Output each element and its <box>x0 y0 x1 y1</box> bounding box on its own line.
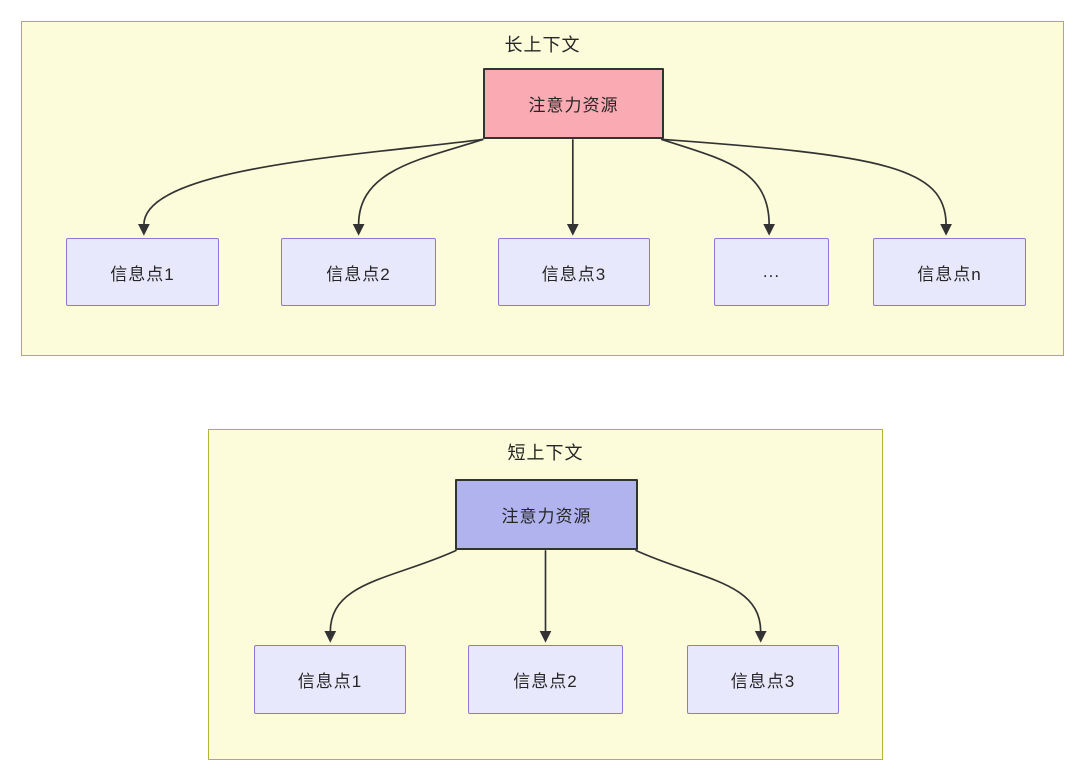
edge-attention-to-info3-short <box>635 549 767 643</box>
info-point-2-node-short: 信息点2 <box>468 645 623 714</box>
info-point-1-node-long: 信息点1 <box>66 238 219 306</box>
attention-resource-label: 注意力资源 <box>501 507 592 526</box>
attention-resource-node-short: 注意力资源 <box>455 479 638 550</box>
info-point-n-node-long: 信息点n <box>873 238 1026 306</box>
attention-resource-node-long: 注意力资源 <box>483 68 664 139</box>
info-point-label: ... <box>762 262 781 281</box>
long-context-title: 长上下文 <box>504 35 581 55</box>
info-point-1-node-short: 信息点1 <box>254 645 406 714</box>
long-context-panel: 长上下文 注意力资源 信息点1 信息点2 信息点3 ... <box>21 21 1064 356</box>
edge-attention-to-info1 <box>137 138 484 236</box>
edge-attention-to-ellipsis <box>661 138 776 236</box>
edge-attention-to-info-n <box>661 138 953 236</box>
short-context-title: 短上下文 <box>507 443 584 463</box>
info-point-label: 信息点3 <box>730 672 796 691</box>
info-point-label: 信息点2 <box>513 672 578 691</box>
info-point-label: 信息点1 <box>297 672 363 691</box>
info-point-3-node-short: 信息点3 <box>687 645 839 714</box>
short-context-panel: 短上下文 注意力资源 信息点1 信息点2 信息点3 <box>208 429 883 760</box>
info-point-label: 信息点3 <box>541 264 607 284</box>
edge-attention-to-info2 <box>352 138 484 236</box>
edge-attention-to-info1-short <box>324 549 457 643</box>
info-point-label: 信息点n <box>917 264 982 284</box>
info-point-2-node-long: 信息点2 <box>281 238 436 306</box>
attention-resource-label: 注意力资源 <box>528 96 619 115</box>
info-point-label: 信息点2 <box>326 264 391 284</box>
info-point-3-node-long: 信息点3 <box>498 238 650 306</box>
info-point-ellipsis-node-long: ... <box>714 238 829 306</box>
info-point-label: 信息点1 <box>110 264 175 284</box>
